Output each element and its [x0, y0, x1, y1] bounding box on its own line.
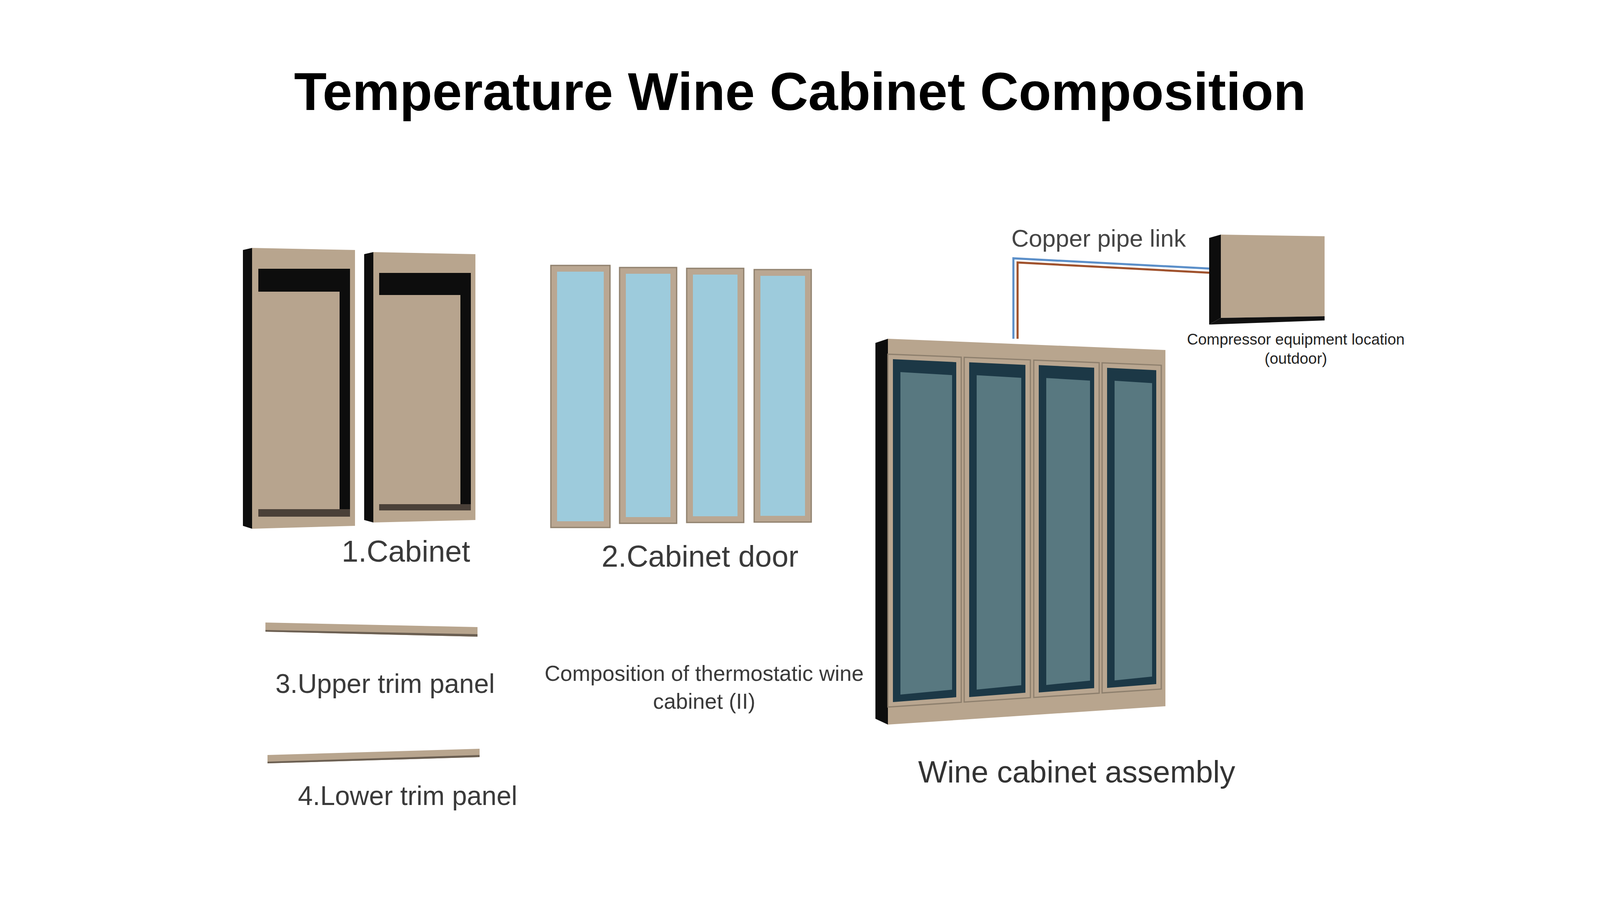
trim-face: [265, 622, 478, 637]
door-glass: [557, 271, 604, 522]
door-frame: [550, 265, 610, 528]
cabinet-bottom: [258, 509, 350, 517]
cabinet-back-panel: [258, 291, 340, 510]
compressor-front: [1220, 234, 1325, 318]
edge-label: Copper pipe link: [1009, 223, 1188, 253]
door-glass: [1114, 380, 1153, 681]
part-label: 4.Lower trim panel: [297, 780, 518, 813]
door-glass: [976, 375, 1022, 690]
part-label: 1.Cabinet: [341, 533, 470, 570]
node-illustration: [1209, 234, 1325, 325]
door-frame: [1102, 362, 1162, 693]
door-glass: [625, 273, 671, 518]
node-caption: Wine cabinet assembly: [918, 752, 1236, 792]
cabinet-back-panel: [379, 295, 461, 505]
trim-face: [267, 748, 480, 764]
trim-edge: [265, 630, 478, 637]
door-frame: [887, 354, 962, 708]
door-glass: [760, 275, 805, 516]
door-frame: [619, 267, 677, 524]
part-label: 3.Upper trim panel: [275, 667, 495, 700]
part-label: 2.Cabinet door: [601, 538, 799, 575]
compressor-unit: Compressor equipment location (outdoor): [1209, 234, 1325, 325]
lower-trim-panel: [267, 748, 480, 764]
door-glass: [900, 372, 953, 695]
door-frame: [964, 357, 1031, 702]
compressor-side: [1209, 234, 1221, 325]
cabinet-side: [364, 252, 374, 523]
pipe-strand: [1013, 258, 1210, 339]
trim-edge: [267, 755, 480, 764]
door-recess: [1038, 365, 1095, 693]
compressor-bottom: [1209, 316, 1325, 325]
door-recess: [969, 362, 1026, 697]
door-glass: [1046, 377, 1090, 685]
cabinet-doors: [550, 265, 812, 528]
upper-trim-panel: [265, 622, 478, 637]
part-label: Composition of thermostatic wine cabinet…: [533, 659, 875, 716]
cabinet-front: [252, 247, 355, 529]
title: Temperature Wine Cabinet Composition: [0, 59, 1600, 124]
cabinet-opening: [379, 272, 471, 511]
door-recess: [892, 359, 957, 703]
pipe-strand: [1017, 262, 1210, 339]
copper-pipe: [1013, 258, 1210, 339]
door-frame: [754, 269, 812, 523]
cabinet-opening: [258, 268, 350, 517]
cabinet-front: [887, 338, 1166, 725]
wine-cabinet-assembly: Wine cabinet assembly: [875, 338, 1166, 725]
door-frame: [1033, 360, 1100, 698]
door-glass: [692, 274, 738, 517]
cabinet-body: [242, 247, 355, 529]
node-illustration: [875, 338, 1166, 725]
door-frame: [686, 268, 744, 523]
cabinet-bottom: [379, 504, 471, 511]
door-recess: [1107, 367, 1157, 688]
cabinet-body: [364, 252, 476, 523]
cabinet-side: [875, 338, 888, 725]
cabinet-side: [242, 247, 253, 529]
cabinet-front: [373, 252, 476, 523]
node-caption: Compressor equipment location (outdoor): [1166, 330, 1425, 369]
